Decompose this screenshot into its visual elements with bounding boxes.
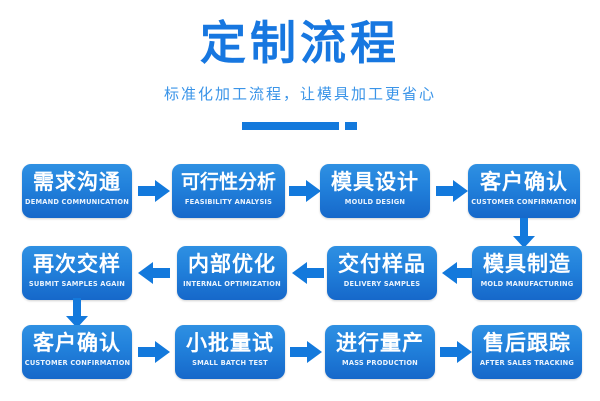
flow-node-delivery-samples[interactable]: 交付样品 DELIVERY SAMPLES	[327, 246, 437, 300]
flow-node-label-en: AFTER SALES TRACKING	[479, 359, 575, 367]
flow-row-3: 客户确认 CUSTOMER CONFIRMATION 小批量试 SMALL BA…	[0, 325, 600, 379]
flow-node-after-sales-tracking[interactable]: 售后跟踪 AFTER SALES TRACKING	[472, 325, 582, 379]
flow-node-label-en: MOLD MANUFACTURING	[480, 280, 574, 288]
flow-node-label-cn: 再次交样	[33, 252, 121, 276]
divider-bar	[242, 122, 339, 130]
flow-node-label-en: FEASIBILITY ANALYSIS	[184, 198, 273, 206]
flow-node-label-cn: 可行性分析	[180, 171, 276, 193]
flow-node-label-cn: 模具制造	[483, 252, 571, 276]
flow-node-label-cn: 客户确认	[480, 170, 568, 194]
arrow-right-icon	[138, 180, 170, 202]
flow-node-mould-design[interactable]: 模具设计 MOULD DESIGN	[320, 164, 430, 218]
flow-node-customer-confirmation-2[interactable]: 客户确认 CUSTOMER CONFIRMATION	[22, 325, 132, 379]
flow-node-label-cn: 交付样品	[338, 252, 426, 276]
flow-node-label-en: MOULD DESIGN	[344, 198, 406, 206]
flow-node-customer-confirmation[interactable]: 客户确认 CUSTOMER CONFIRMATION	[468, 164, 580, 218]
arrow-right-icon	[138, 341, 170, 363]
arrow-down-icon	[513, 218, 535, 248]
flow-row-2: 再次交样 SUBMIT SAMPLES AGAIN 内部优化 INTERNAL …	[0, 246, 600, 300]
flow-node-mold-manufacturing[interactable]: 模具制造 MOLD MANUFACTURING	[472, 246, 582, 300]
flow-node-demand-communication[interactable]: 需求沟通 DEMAND COMMUNICATION	[22, 164, 132, 218]
arrow-left-icon	[442, 262, 474, 284]
divider-square	[345, 122, 357, 130]
flow-node-label-en: SMALL BATCH TEST	[192, 359, 268, 367]
page-title: 定制流程	[200, 16, 400, 70]
arrow-right-icon	[289, 180, 321, 202]
process-flowchart: 需求沟通 DEMAND COMMUNICATION 可行性分析 FEASIBIL…	[0, 150, 600, 401]
flow-node-label-cn: 进行量产	[336, 331, 424, 355]
page-subtitle: 标准化加工流程，让模具加工更省心	[163, 85, 436, 103]
flow-node-label-cn: 小批量试	[186, 331, 274, 355]
flow-node-label-en: DELIVERY SAMPLES	[343, 280, 421, 288]
title-divider	[0, 120, 600, 132]
arrow-right-icon	[290, 341, 322, 363]
flow-node-label-en: CUSTOMER CONFIRMATION	[24, 359, 131, 367]
flow-node-label-en: INTERNAL OPTIMIZATION	[183, 280, 281, 288]
arrow-left-icon	[292, 262, 324, 284]
arrow-right-icon	[436, 180, 468, 202]
flow-node-label-en: CUSTOMER CONFIRMATION	[471, 198, 577, 206]
flow-node-label-en: MASS PRODUCTION	[342, 359, 418, 367]
page-header: 定制流程 标准化加工流程，让模具加工更省心	[0, 0, 600, 150]
flow-node-internal-optimization[interactable]: 内部优化 INTERNAL OPTIMIZATION	[177, 246, 287, 300]
flow-node-feasibility-analysis[interactable]: 可行性分析 FEASIBILITY ANALYSIS	[172, 164, 285, 218]
flow-node-mass-production[interactable]: 进行量产 MASS PRODUCTION	[325, 325, 435, 379]
arrow-right-icon	[440, 341, 472, 363]
flow-node-small-batch-test[interactable]: 小批量试 SMALL BATCH TEST	[175, 325, 285, 379]
flow-node-label-cn: 模具设计	[331, 170, 419, 194]
flow-node-label-cn: 售后跟踪	[483, 331, 571, 355]
flow-node-label-en: DEMAND COMMUNICATION	[25, 198, 129, 206]
flow-node-label-cn: 需求沟通	[33, 170, 121, 194]
arrow-left-icon	[138, 262, 170, 284]
flow-node-label-cn: 客户确认	[33, 331, 121, 355]
flow-node-label-en: SUBMIT SAMPLES AGAIN	[28, 280, 126, 288]
flow-node-submit-samples-again[interactable]: 再次交样 SUBMIT SAMPLES AGAIN	[22, 246, 132, 300]
flow-row-1: 需求沟通 DEMAND COMMUNICATION 可行性分析 FEASIBIL…	[0, 164, 600, 218]
arrow-down-icon	[66, 298, 88, 328]
flow-node-label-cn: 内部优化	[188, 252, 276, 276]
